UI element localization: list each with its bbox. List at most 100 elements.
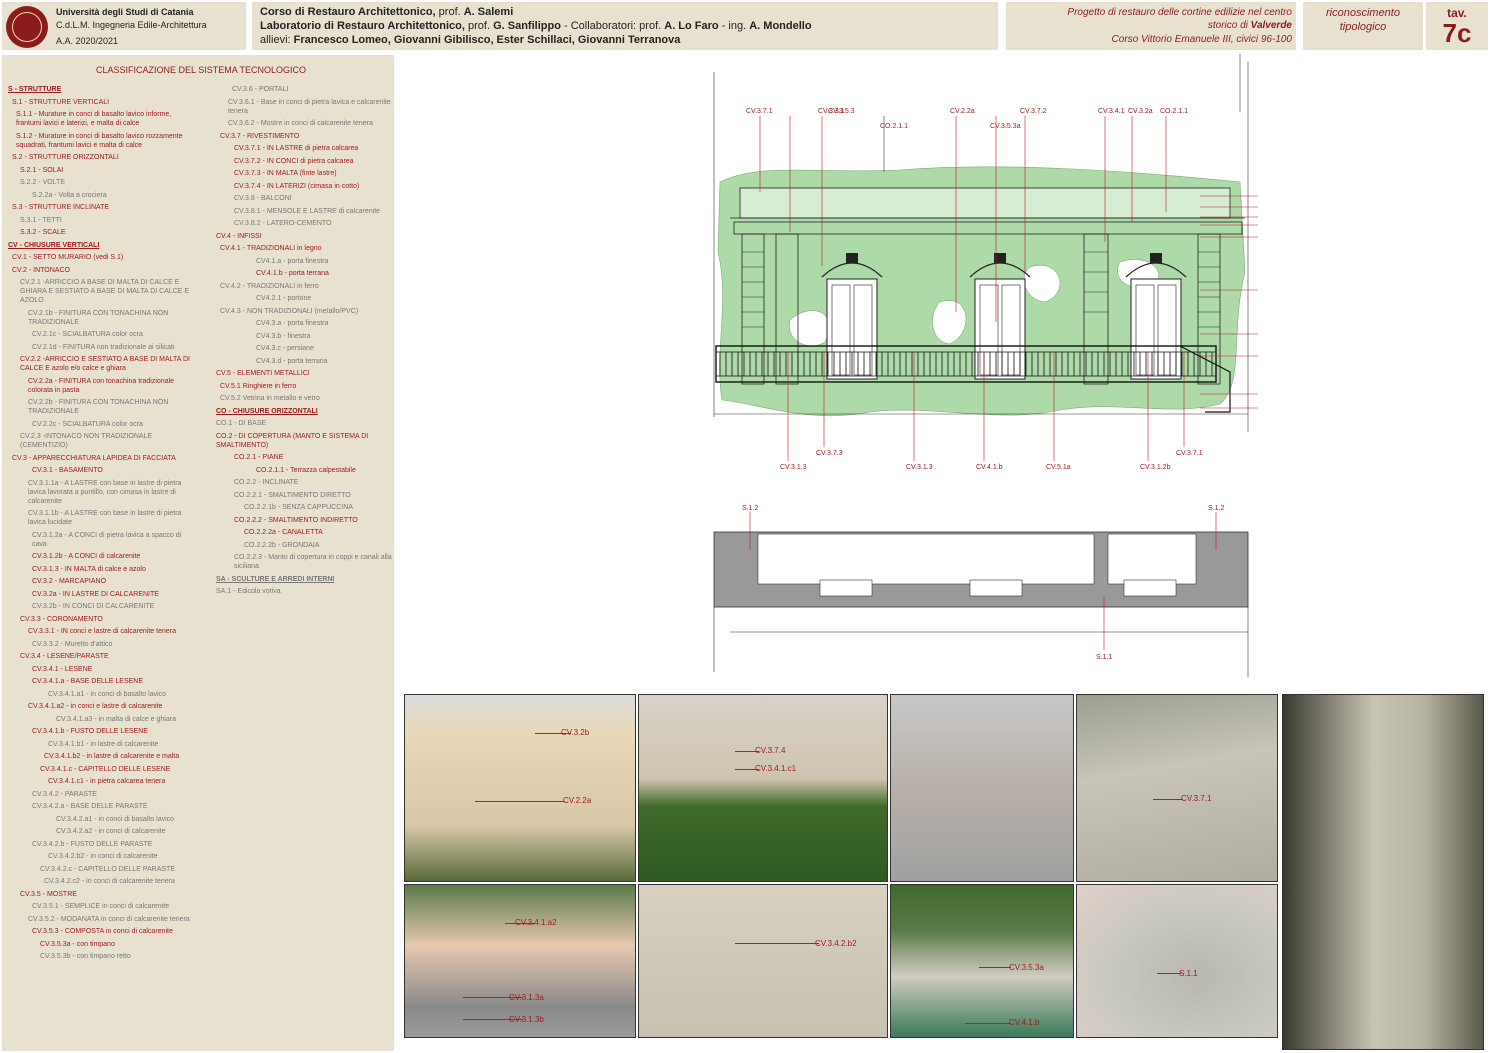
photo-9: S.1.1	[1076, 884, 1278, 1038]
elevation-top-label: CV.3.4.1	[1098, 108, 1125, 115]
classification-item: S - STRUTTURE	[8, 86, 62, 93]
classification-item: CV.3.3.1 - IN conci e lastre di calcaren…	[28, 628, 176, 635]
classification-item: CO.2.2.3 - Manto di copertura in coppi e…	[234, 554, 392, 570]
classification-item: CV.3.1.2a - A CONCI di pietra lavica a s…	[32, 531, 182, 548]
classification-item: CV.3.4.2 - PARASTE	[32, 790, 97, 798]
classification-item: CV.3.4.1.a - BASE DELLE LESENE	[32, 678, 144, 685]
classification-item: CV.3.4.1.c - CAPITELLO DELLE LESENE	[40, 765, 171, 773]
elevation-bottom-label: CV.3.7.1	[1176, 450, 1203, 457]
classification-item: CV.2.2 -ARRICCIO E SESTIATO A BASE DI MA…	[20, 356, 190, 372]
elevation-top-label: CV.3.7.1	[746, 108, 773, 115]
classification-item: CV.3.4.2.a1 - in conci di basalto lavico	[56, 815, 175, 823]
students-line: allievi: Francesco Lomeo, Giovanni Gibil…	[260, 34, 681, 46]
classification-item: CV4.3.d - porta terrana	[256, 357, 328, 365]
classification-item: CV.3.3 - CORONAMENTO	[20, 615, 103, 623]
photo-4: CV.3.7.1	[1076, 694, 1278, 882]
university-name: Università degli Studi di Catania	[56, 7, 194, 17]
classification-item: CV.3.4.2.a2 - in conci di calcarenite	[56, 828, 166, 835]
elevation-bottom-label: CV.3.7.3	[816, 450, 843, 457]
classification-item: CV.3.1.2b - A CONCI di calcarenite	[32, 553, 141, 560]
plan-label-2: S.1.2	[1208, 505, 1224, 512]
classification-item: S.1.1 - Murature in conci di basalto lav…	[16, 111, 172, 127]
french-windows	[821, 253, 1187, 380]
classification-item: S.2.2a - Volta a crociera	[32, 191, 107, 199]
classification-item: CV4.3.c - persiane	[256, 345, 314, 352]
classification-item: SA.1 - Edicola votiva	[216, 588, 281, 595]
classification-item: CO - CHIUSURE ORIZZONTALI	[216, 407, 318, 415]
classification-item: CO.2 - DI COPERTURA (MANTO E SISTEMA DI …	[216, 432, 369, 449]
classification-item: CV.3.4.2.c - CAPITELLO DELLE PARASTE	[40, 865, 175, 873]
classification-item: CV.3.4.1.b2 - in lastre di calcarenite e…	[44, 753, 180, 760]
project-header: Progetto di restauro delle cortine edili…	[1006, 2, 1296, 50]
classification-item: CV.5 - ELEMENTI METALLICI	[216, 370, 310, 377]
classification-item: S.2 - STRUTTURE ORIZZONTALI	[12, 154, 119, 161]
classification-item: CO.2.1 - PIANE	[234, 454, 284, 461]
classification-item: CV.3.8 - BALCONI	[234, 195, 292, 202]
classification-item: CV.3.4.2.a - BASE DELLE PARASTE	[32, 803, 148, 810]
classification-item: CV.2.2a - FINITURA con tonachina tradizi…	[28, 377, 175, 394]
elevation-top-label: CV.3.7.2	[1020, 108, 1047, 115]
classification-item: CO.2.2.2b - GRONDAIA	[244, 541, 320, 549]
classification-item: CV.3.7.3 - IN MALTA (finte lastre)	[234, 170, 337, 177]
course-line-1: Corso di Restauro Architettonico, prof. …	[260, 6, 514, 18]
classification-item: CV4.3.b - finestra	[256, 332, 311, 340]
elevation-bottom-label: CV.3.1.3	[906, 464, 933, 471]
photo-2: CV.3.7.4 CV.3.4.1.c1	[638, 694, 888, 882]
plan-label-3: S.1.1	[1096, 654, 1112, 661]
course-line-2: Laboratorio di Restauro Architettonico, …	[260, 20, 812, 32]
classification-item: CV.3.1.1b - A LASTRE con base in lastre …	[28, 510, 182, 526]
classification-item: CV.2.2c - SCIALBATURA color ocra	[32, 420, 143, 428]
classification-item: CV.3.7.2 - IN CONCI di pietra calcarea	[234, 157, 354, 165]
classification-item: CV.2.3 -INTONACO NON TRADIZIONALE (CEMEN…	[20, 433, 153, 449]
classification-item: CV - CHIUSURE VERTICALI	[8, 241, 100, 249]
section-title-2: tipologico	[1339, 21, 1387, 33]
section-title-1: riconoscimento	[1326, 7, 1400, 19]
classification-item: S.1.2 - Murature in conci di basalto lav…	[16, 132, 183, 149]
classification-item: CV.3.4.1.a3 - in malta di calce e ghiara	[56, 715, 176, 723]
classification-item: CV.4.2 - TRADIZIONALI in ferro	[220, 282, 319, 290]
classification-title: CLASSIFICAZIONE DEL SISTEMA TECNOLOGICO	[96, 65, 307, 75]
classification-item: CV.3.5.3a - con timpano	[40, 940, 115, 948]
classification-item: S.3.2 - SCALE	[20, 229, 66, 236]
classification-item: CV.3.5.1 - SEMPLICE in conci di calcaren…	[32, 903, 170, 910]
elevation-top-label: CO.2.1.1	[1160, 108, 1188, 115]
classification-item: CO.2.2.1b - SENZA CAPPUCCINA	[244, 504, 353, 511]
classification-item: CV.2.1c - SCIALBATURA color ocra	[32, 331, 143, 338]
classification-item: CV.3.5.3b - con timpano retto	[40, 953, 131, 960]
photo-5	[1282, 694, 1484, 1050]
photo-3	[890, 694, 1074, 882]
classification-item: CV.4.1.b - porta terrana	[256, 270, 329, 277]
classification-item: CV.3.4.1.a2 - in conci e lastre di calca…	[28, 703, 163, 710]
classification-item: CV.3 - APPARECCHIATURA LAPIDEA DI FACCIA…	[12, 454, 176, 462]
elevation-bottom-label: CV.3.1.2b	[1140, 464, 1171, 471]
classification-column-1: S - STRUTTURE S.1 - STRUTTURE VERTICALI S.…	[8, 85, 190, 965]
classification-item: CV.3.8.2 - LATERO-CEMENTO	[234, 220, 332, 227]
classification-item: CV.3.1 - BASAMENTO	[32, 467, 103, 474]
classification-item: CV.3.6 - PORTALI	[232, 86, 289, 93]
classification-item: CV.3.7 - RIVESTIMENTO	[220, 132, 300, 140]
elevation-top-label: CV.3.5.3a	[990, 123, 1021, 130]
classification-item: CV.2.1 -ARRICCIO A BASE DI MALTA DI CALC…	[20, 279, 190, 304]
classification-item: CV.3.1.1a - A LASTRE con base in lastre …	[28, 479, 182, 505]
plan-label-1: S.1.2	[742, 505, 758, 512]
classification-item: CV.3.2a - IN LASTRE DI CALCARENITE	[32, 590, 159, 598]
classification-item: CV.5.2 Vetrina in metallo e vetro	[220, 395, 320, 402]
classification-item: S.1 - STRUTTURE VERTICALI	[12, 98, 110, 106]
classification-item: CV.4 - INFISSI	[216, 232, 262, 240]
classification-item: CV4.2.1 - portone	[256, 295, 312, 302]
classification-item: CV.3.7.1 - IN LASTRE di pietra calcarea	[234, 145, 359, 152]
classification-item: CV.3.4.2.b2 - in conci di calcarenite	[48, 853, 158, 860]
classification-item: CV.3.4.1.b1 - in lastre di calcarenite	[48, 740, 159, 748]
elevation-bottom-label: CV.5.1a	[1046, 464, 1071, 471]
sheet-label: tav.	[1447, 6, 1467, 20]
classification-item: S.2.1 - SOLAI	[20, 166, 64, 174]
classification-item: CO.2.2.1 - SMALTIMENTO DIRETTO	[234, 491, 351, 499]
academic-year: A.A. 2020/2021	[56, 36, 119, 46]
classification-item: CV.3.5 - MOSTRE	[20, 890, 77, 898]
classification-item: CV.3.4.2.b - FUSTO DELLE PARASTE	[32, 840, 153, 848]
facade-outline	[730, 187, 1245, 385]
project-title: Progetto di restauro delle cortine edili…	[1067, 7, 1292, 18]
project-address: Corso Vittorio Emanuele III, civici 96-1…	[1111, 34, 1292, 45]
elevation-top-label: CO.2.1.1	[880, 123, 908, 130]
